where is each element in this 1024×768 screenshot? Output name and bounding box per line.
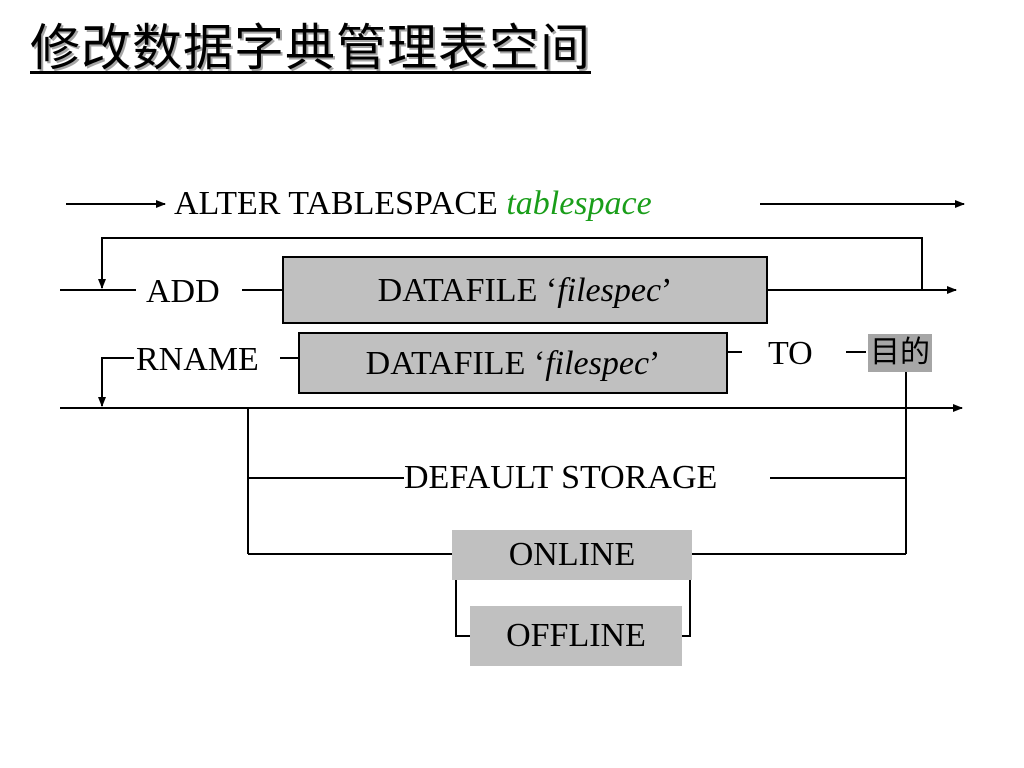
offline-option: OFFLINE bbox=[470, 606, 682, 666]
add-loop-path bbox=[98, 237, 923, 290]
target-label: 目的 bbox=[868, 334, 932, 372]
filespec-param: filespec bbox=[557, 272, 662, 309]
online-option: ONLINE bbox=[452, 530, 692, 580]
page-title-shadow: 修改数据字典管理表空间 bbox=[32, 21, 593, 79]
offline-right-bracket bbox=[682, 578, 691, 637]
page-title: 修改数据字典管理表空间 bbox=[30, 19, 591, 77]
default-storage-label: DEFAULT STORAGE bbox=[404, 458, 718, 498]
tablespace-param: tablespace bbox=[506, 185, 652, 222]
rename-keyword: RNAME bbox=[136, 340, 259, 380]
close-quote: ’ bbox=[649, 345, 661, 382]
alter-keyword: ALTER TABLESPACE bbox=[174, 185, 498, 222]
close-quote: ’ bbox=[661, 272, 673, 309]
rename-loop-path bbox=[98, 357, 134, 407]
to-keyword: TO bbox=[768, 334, 813, 374]
add-keyword: ADD bbox=[142, 272, 224, 312]
offline-left-bracket bbox=[455, 578, 470, 637]
datafile-keyword: DATAFILE bbox=[377, 272, 538, 309]
open-quote: ‘ bbox=[533, 345, 546, 382]
filespec-param: filespec bbox=[545, 345, 650, 382]
alter-tablespace-label: ALTER TABLESPACE tablespace bbox=[170, 184, 656, 224]
add-datafile-box: DATAFILE ‘filespec’ bbox=[282, 256, 768, 324]
rename-datafile-box: DATAFILE ‘filespec’ bbox=[298, 332, 728, 394]
open-quote: ‘ bbox=[545, 272, 558, 309]
datafile-keyword: DATAFILE bbox=[365, 345, 526, 382]
